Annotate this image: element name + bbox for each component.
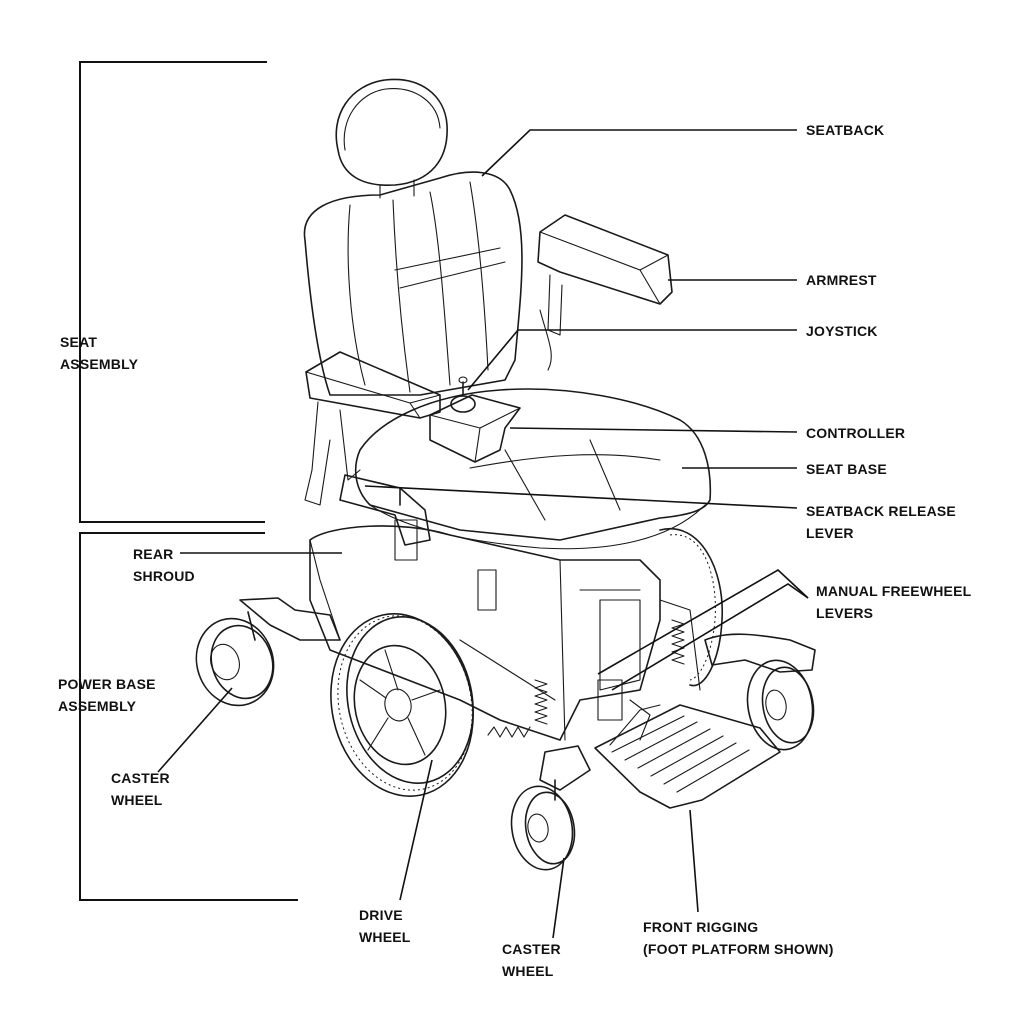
controller-drawing	[429, 376, 521, 463]
seat-assembly-bracket	[79, 61, 267, 523]
armrest-right-drawing	[537, 214, 673, 371]
label-front-rigging: FRONT RIGGING (FOOT PLATFORM SHOWN)	[643, 919, 834, 957]
label-seat-base: SEAT BASE	[806, 461, 887, 477]
label-rear-shroud: REAR SHROUD	[133, 546, 195, 584]
label-seatback: SEATBACK	[806, 122, 885, 138]
seatback-drawing	[303, 171, 523, 396]
label-manual-freewheel-levers: MANUAL FREEWHEEL LEVERS	[816, 583, 972, 621]
seat-post-drawing	[339, 474, 497, 611]
leader-front-rigging	[689, 809, 699, 913]
power-base-drawing	[309, 525, 661, 741]
leader-seatback-release	[364, 485, 798, 509]
caster-wheel-left-drawing	[195, 597, 341, 707]
leader-caster-front	[552, 857, 565, 939]
leader-controller	[509, 427, 798, 433]
caster-wheel-right-drawing	[704, 633, 816, 751]
leader-freewheel-b	[611, 583, 809, 691]
foot-platform-drawing	[594, 679, 781, 809]
power-base-assembly-bracket	[79, 532, 298, 901]
caster-wheel-front-drawing	[510, 745, 591, 871]
label-caster-wheel-front: CASTER WHEEL	[502, 941, 561, 979]
drive-wheel-drawing	[330, 613, 474, 797]
leader-caster-left	[157, 687, 233, 773]
leader-joystick	[467, 329, 797, 391]
leader-lines	[157, 129, 809, 939]
label-controller: CONTROLLER	[806, 425, 906, 441]
drive-wheel-rear-drawing	[659, 527, 724, 687]
leader-freewheel-a	[597, 569, 809, 675]
label-drive-wheel: DRIVE WHEEL	[359, 907, 411, 945]
seat-base-drawing	[354, 388, 712, 550]
label-joystick: JOYSTICK	[806, 323, 878, 339]
suspension-springs-drawing	[487, 599, 701, 738]
headrest-drawing	[335, 78, 448, 199]
label-power-base-assembly: POWER BASE ASSEMBLY	[58, 676, 156, 714]
leader-seatback	[481, 129, 797, 177]
label-seatback-release-lever: SEATBACK RELEASE LEVER	[806, 503, 956, 541]
label-seat-assembly: SEAT ASSEMBLY	[60, 334, 139, 372]
label-caster-wheel-left: CASTER WHEEL	[111, 770, 170, 808]
label-armrest: ARMREST	[806, 272, 877, 288]
leader-drive-wheel	[399, 759, 433, 901]
